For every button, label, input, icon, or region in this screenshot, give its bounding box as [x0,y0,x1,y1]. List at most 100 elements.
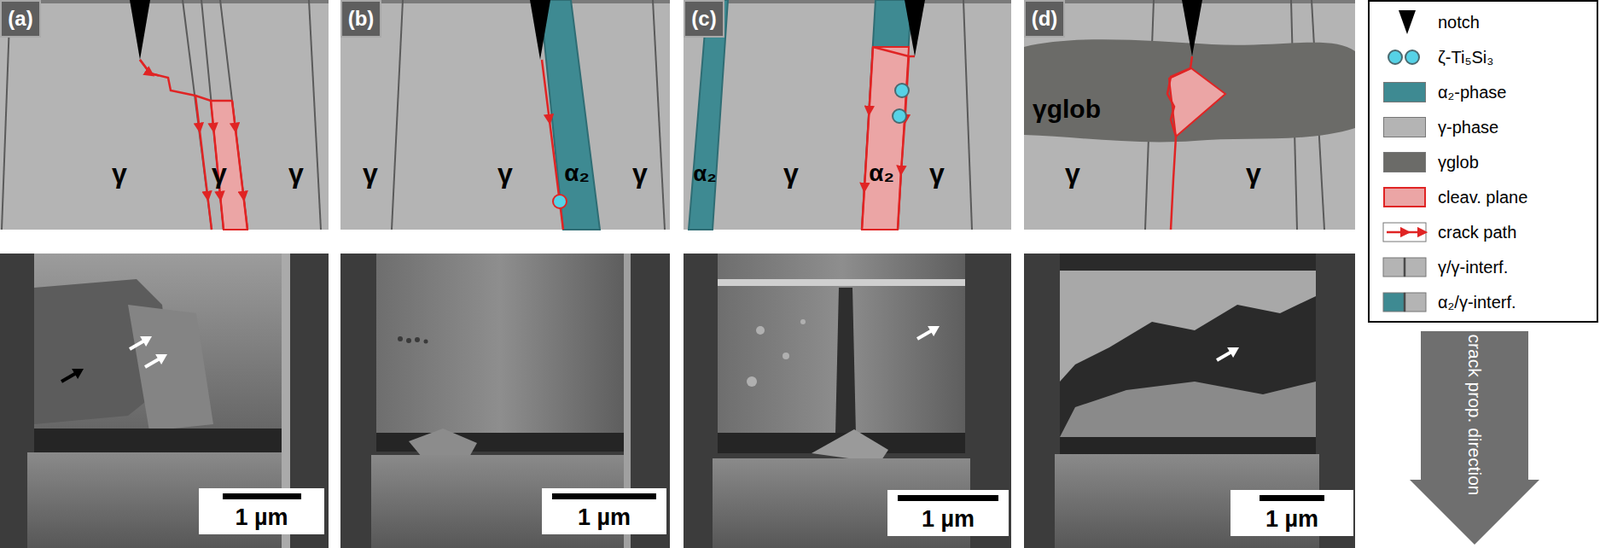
art-rect [340,0,670,230]
art-rect [34,253,282,431]
art-polygon [1059,270,1316,382]
legend-symbol-part [1404,292,1426,312]
phase-label: γ [497,159,513,187]
art-polygon [408,428,478,459]
schematic-d [1024,0,1356,230]
art-rect [1059,436,1316,454]
art-g [914,320,943,344]
art-circle [782,352,790,360]
art-rect [34,428,282,453]
art-circle [746,376,757,387]
scale-text: 1 µm [1265,506,1319,533]
legend-symbol [1381,219,1430,245]
panel-letter: (d) [1031,6,1059,31]
art-rect [1024,253,1356,548]
panel-label: (b) [340,0,382,38]
direction-arrow: crack prop. direction [1408,331,1542,547]
art-line [391,0,403,230]
legend-swatch [1383,116,1426,138]
scale-bar: 1 µm [541,488,667,535]
legend-symbol [1381,289,1430,315]
art-rect [1024,0,1356,230]
art-circle [406,337,412,344]
arrow-body [1409,331,1540,545]
art-polyline [872,46,915,57]
scale-bar: 1 µm [1230,489,1354,536]
art-rect [717,279,966,286]
legend-symbol-part [1403,292,1407,312]
art-circle [424,339,429,344]
art-polygon [861,46,909,230]
phase-label: γglob [1032,96,1101,123]
legend-text: ζ-Ti₅Si₃ [1437,47,1494,68]
art-polygon [1059,381,1316,437]
phase-label: γ [783,159,799,187]
art-polyline [1167,56,1193,230]
art-rect [1059,253,1316,437]
legend-symbol [1381,44,1430,70]
art-circle [397,336,403,342]
legend-text: notch [1437,12,1480,33]
legend-symbol-part [1383,292,1405,312]
art-polyline [232,100,248,230]
art-polygon [811,429,889,463]
phase-label: γ [1245,159,1262,187]
scale-bar: 1 µm [887,489,1009,536]
art-g [391,0,665,230]
phase-label: α₂ [692,162,717,185]
art-polygon [1169,68,1226,137]
art-path [155,349,170,365]
art-g [746,319,806,387]
legend-symbol-part [1398,10,1416,35]
art-polygon [861,0,912,230]
art-polygon [904,0,926,57]
art-path [71,363,87,379]
art-rect [340,253,670,548]
art-rect [0,0,329,230]
art-circle [895,83,909,98]
art-g [1,0,321,230]
scale-line [897,494,999,501]
legend-symbol-part [1386,231,1423,234]
art-g [127,331,156,355]
art-g [58,363,88,387]
art-polygon [128,304,214,431]
scale-text: 1 µm [234,504,288,531]
phase-label: α₂ [564,161,590,186]
schematic-c [683,0,1012,230]
legend-box: notchζ-Ti₅Si₃α₂-phaseγ-phaseγglobcleav. … [1367,0,1599,323]
art-line [1216,351,1232,361]
art-g [1214,342,1243,366]
art-polygon [129,0,151,60]
legend-text: α₂/γ-interf. [1437,292,1517,313]
art-g [861,46,915,230]
art-polyline [139,59,233,101]
art-path [927,320,943,337]
phase-label: γ [632,159,648,187]
legend-row: notch [1369,6,1597,38]
legend-text: γglob [1437,152,1479,173]
legend-text: α₂-phase [1437,82,1507,103]
phase-label: γ [111,159,128,187]
legend-row: α₂-phase [1369,76,1597,108]
legend-swatch [1383,81,1426,103]
legend-row: γ-phase [1369,111,1597,143]
micrograph-d [1024,253,1356,548]
art-polygon [1181,0,1203,57]
art-path [1024,39,1356,142]
phase-label: γ [929,159,945,187]
legend-symbol [1381,9,1430,35]
art-path [139,331,155,347]
art-rect [717,253,966,435]
art-rect [683,0,1012,230]
art-line [145,358,160,367]
phase-label: γ [211,159,227,187]
panel-label: (c) [683,0,725,38]
legend-row: crack path [1369,216,1597,248]
art-polyline [139,59,159,76]
art-polygon [210,100,248,230]
legend-row: γglob [1369,146,1597,178]
scale-text: 1 µm [921,506,975,533]
art-line [652,0,665,230]
